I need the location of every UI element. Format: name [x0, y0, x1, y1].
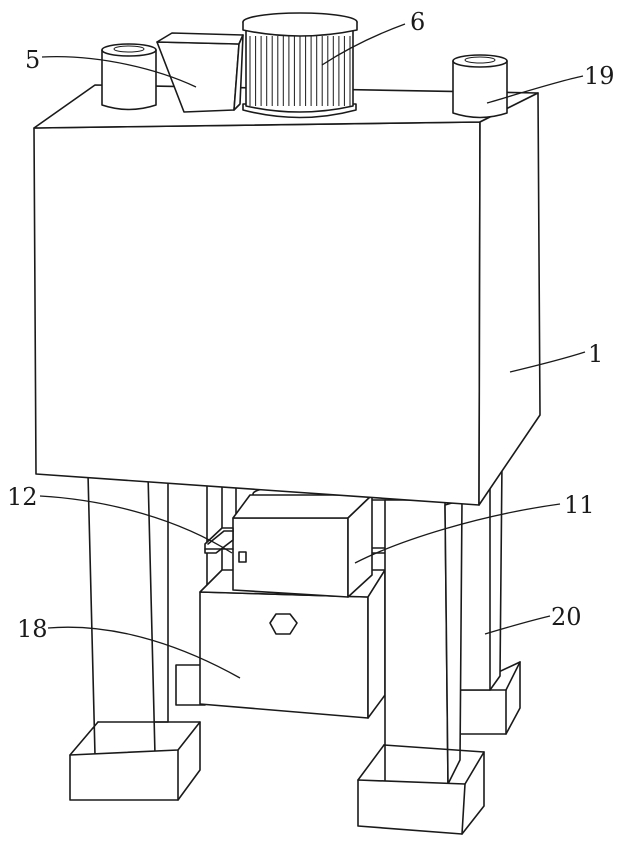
leader-20 [484, 615, 551, 635]
leader-1 [509, 351, 586, 373]
right-pipe [452, 54, 508, 119]
back-left-leg [147, 479, 206, 723]
label-6: 6 [410, 8, 425, 36]
label-11: 11 [564, 491, 595, 519]
leader-11 [354, 503, 561, 564]
front-left-leg [69, 473, 201, 801]
motor-fins [249, 36, 351, 106]
label-18: 18 [17, 615, 48, 643]
label-19: 19 [584, 62, 615, 90]
leader-5 [41, 55, 197, 88]
left-pipe [101, 43, 157, 111]
label-12: 12 [7, 483, 38, 511]
leader-18 [47, 626, 241, 679]
reference-numerals: 5 6 19 1 12 11 18 20 [7, 8, 615, 643]
leader-19 [486, 75, 584, 104]
label-5: 5 [25, 46, 40, 74]
valve-handle [204, 527, 234, 554]
front-right-leg [357, 499, 485, 835]
hex-nut [269, 613, 298, 635]
leader-6 [321, 23, 406, 66]
back-right-leg [459, 461, 521, 735]
hopper [156, 32, 244, 113]
label-20: 20 [551, 603, 582, 631]
leader-lines [39, 23, 586, 679]
main-housing [33, 84, 541, 506]
leader-12 [39, 495, 233, 554]
pump-unit [232, 485, 373, 598]
label-1: 1 [588, 340, 603, 368]
motor [242, 12, 358, 119]
